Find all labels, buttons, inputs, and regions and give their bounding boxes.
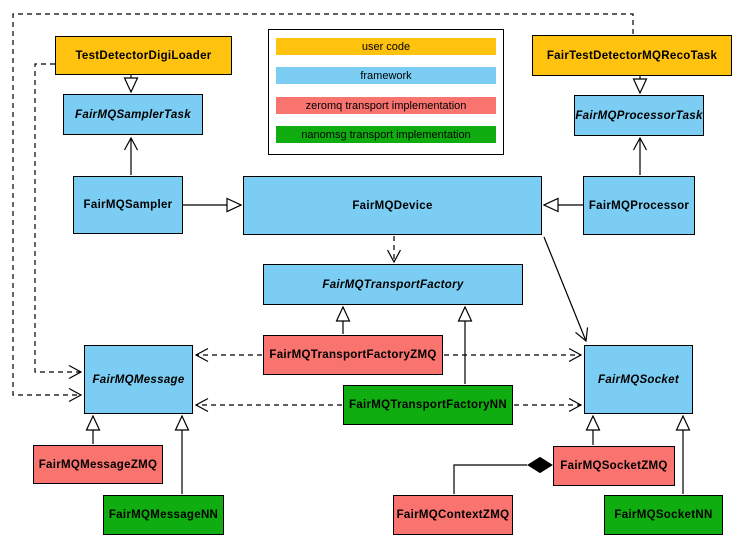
- inheritance-edges: [93, 75, 683, 494]
- node-fairmqcontextzmq: FairMQContextZMQ: [393, 495, 513, 535]
- composition-edge-context-socketzmq: [453, 456, 553, 494]
- node-fairmqsocketzmq: FairMQSocketZMQ: [553, 446, 675, 486]
- node-fairmqsamplertask: FairMQSamplerTask: [63, 94, 203, 135]
- node-testdetectordigiloader: TestDetectorDigiLoader: [55, 36, 232, 75]
- node-fairmqtransportfactoryzmq: FairMQTransportFactoryZMQ: [263, 335, 443, 375]
- composition-diamond: [527, 456, 553, 474]
- edge-context-socketzmq-line: [453, 464, 527, 494]
- legend-item-nanomsg: nanomsg transport implementation: [276, 126, 496, 143]
- edge-digiloader-message: [34, 63, 81, 372]
- node-fairmqprocessor: FairMQProcessor: [583, 176, 695, 235]
- legend-item-user-code: user code: [276, 38, 496, 55]
- node-fairmqsocketnn: FairMQSocketNN: [604, 495, 723, 535]
- node-fairmqsampler: FairMQSampler: [73, 176, 183, 234]
- legend: user code framework zeromq transport imp…: [268, 29, 504, 155]
- edge-device-socket: [543, 236, 586, 341]
- association-edges: [131, 138, 640, 341]
- node-fairtestdetectormqrecotask: FairTestDetectorMQRecoTask: [532, 35, 732, 76]
- node-fairmqsocket: FairMQSocket: [584, 345, 693, 414]
- legend-item-framework: framework: [276, 67, 496, 84]
- dependency-edges: [12, 13, 634, 405]
- node-fairmqdevice: FairMQDevice: [243, 176, 542, 235]
- node-fairmqprocessortask: FairMQProcessorTask: [574, 95, 704, 136]
- node-fairmqmessagenn: FairMQMessageNN: [103, 495, 224, 535]
- node-fairmqtransportfactorynn: FairMQTransportFactoryNN: [343, 385, 513, 425]
- edge-recotask-message: [12, 13, 634, 395]
- legend-item-zeromq: zeromq transport implementation: [276, 97, 496, 114]
- node-fairmqmessagezmq: FairMQMessageZMQ: [33, 445, 163, 484]
- node-fairmqtransportfactory: FairMQTransportFactory: [263, 264, 523, 305]
- node-fairmqmessage: FairMQMessage: [84, 345, 193, 414]
